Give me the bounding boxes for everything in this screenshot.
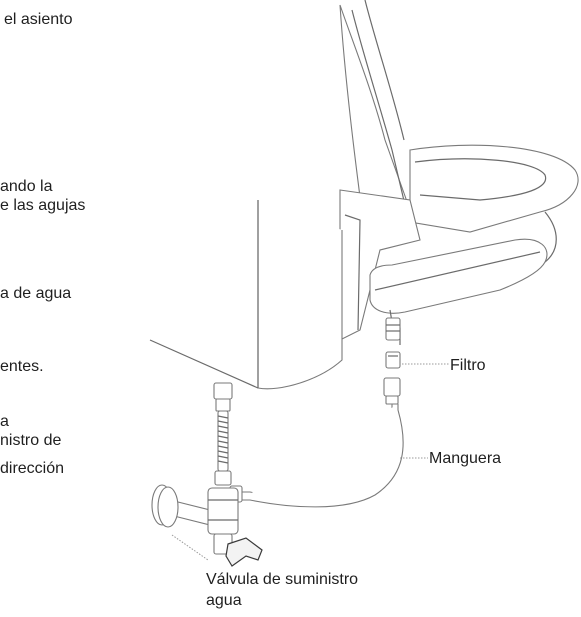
instruction-line-8: dirección bbox=[0, 460, 65, 477]
filter-outline bbox=[385, 351, 449, 369]
seat-ring-outline bbox=[409, 144, 579, 273]
valve-label-line-1: Válvula de suministro bbox=[206, 571, 359, 588]
hose-label: Manguera bbox=[429, 450, 502, 467]
hose-outline bbox=[240, 377, 428, 508]
instruction-line-2: ando la bbox=[0, 178, 53, 195]
valve-label-line-2: agua bbox=[206, 592, 242, 609]
control-panel-outline bbox=[369, 238, 548, 345]
instruction-line-3: e las agujas bbox=[0, 197, 86, 214]
instruction-line-4: a de agua bbox=[0, 285, 72, 302]
instruction-line-1: el asiento bbox=[4, 11, 73, 28]
instruction-line-7: nistro de bbox=[0, 432, 62, 449]
instruction-line-5: entes. bbox=[0, 358, 44, 375]
toilet-tank-outline bbox=[149, 200, 343, 390]
instruction-line-6: a bbox=[0, 413, 9, 430]
water-inlet-outline bbox=[385, 317, 401, 341]
supply-pipe-outline bbox=[213, 382, 243, 503]
supply-valve-outline bbox=[151, 484, 263, 567]
instruction-text-block: el asiento ando la e las agujas a de agu… bbox=[0, 0, 116, 617]
filter-label: Filtro bbox=[450, 357, 486, 374]
